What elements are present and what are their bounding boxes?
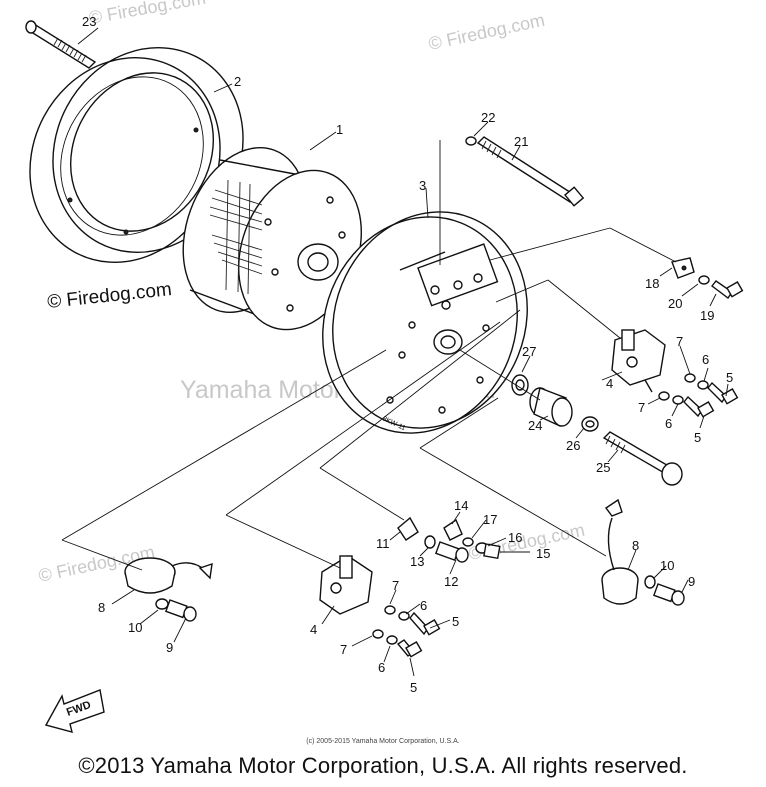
callout-4: 4 [606,376,613,391]
callout-13: 13 [410,554,424,569]
callout-16: 16 [508,530,522,545]
callout-12: 12 [444,574,458,589]
washer-27 [511,374,529,396]
washer-22 [465,136,477,146]
leader-lines [61,27,729,677]
bolt-23 [25,20,97,69]
callout-26: 26 [566,438,580,453]
callout-17: 17 [483,512,497,527]
callout-6: 6 [665,416,672,431]
screw-5 [409,611,441,636]
screw-9 [652,583,685,606]
screw-19 [711,280,744,300]
callout-27: 27 [522,344,536,359]
clip-14 [443,518,463,541]
callout-15: 15 [536,546,550,561]
callout-5: 5 [694,430,701,445]
callout-7: 7 [392,578,399,593]
fwd-arrow-icon: FWD [44,689,105,733]
contact-breaker-4-left [319,555,373,615]
callout-21: 21 [514,134,528,149]
callout-25: 25 [596,460,610,475]
screw-5 [683,395,715,418]
bolt-21 [476,136,585,207]
callout-10: 10 [660,558,674,573]
callout-3: 3 [419,178,426,193]
callout-19: 19 [700,308,714,323]
callout-10: 10 [128,620,142,635]
washer-6 [386,635,398,645]
stator-plate-3: 8KW-11 [322,211,528,434]
condenser-8-right [601,498,639,605]
callout-7: 7 [676,334,683,349]
callout-14: 14 [454,498,468,513]
callout-8: 8 [632,538,639,553]
washer-7 [658,391,670,401]
watermark-firedog-dark: © Firedog.com [46,279,172,313]
bolt-25 [602,431,683,486]
callout-9: 9 [166,640,173,655]
screw-15 [483,543,501,560]
rotor-1 [182,146,362,331]
callout-22: 22 [481,110,495,125]
callout-5: 5 [410,680,417,695]
callout-6: 6 [378,660,385,675]
screw-5 [396,639,423,658]
watermark-firedog: © Firedog.com [427,10,547,54]
washer-20 [698,275,710,285]
callout-20: 20 [668,296,682,311]
callout-1: 1 [336,122,343,137]
screw-9 [164,599,197,622]
callout-numbers: 23 2 1 3 22 21 27 24 26 25 18 20 19 4 7 … [82,14,733,695]
callout-4: 4 [310,622,317,637]
spacer-24 [529,387,573,428]
callout-18: 18 [645,276,659,291]
callout-9: 9 [688,574,695,589]
callout-11: 11 [376,536,390,551]
washer-7 [684,373,696,383]
callout-5: 5 [726,370,733,385]
washer-6 [672,395,684,405]
screw-12 [434,541,469,563]
small-credit: (c) 2005-2015 Yamaha Motor Corporation, … [306,738,460,745]
washer-10 [644,575,656,589]
watermark-firedog: © Firedog.com [87,0,207,28]
callout-2: 2 [234,74,241,89]
callout-24: 24 [528,418,542,433]
washer-6 [697,380,709,390]
washer-17 [462,537,474,547]
callout-5: 5 [452,614,459,629]
clamp-18 [671,257,695,279]
callout-23: 23 [82,14,96,29]
callout-7: 7 [340,642,347,657]
washer-7 [372,629,384,639]
contact-breaker-4-right [611,329,666,393]
washer-7 [384,605,396,615]
washer-10 [155,598,169,610]
screw-5 [707,381,739,405]
washer-26 [581,416,599,432]
callout-6: 6 [420,598,427,613]
callout-6: 6 [702,352,709,367]
callout-8: 8 [98,600,105,615]
terminal-11 [397,516,419,541]
callout-7: 7 [638,400,645,415]
flywheel-ring-2 [29,47,244,263]
copyright-notice: ©2013 Yamaha Motor Corporation, U.S.A. A… [78,753,688,778]
washer-13 [424,535,436,549]
condenser-8-left [124,557,213,594]
